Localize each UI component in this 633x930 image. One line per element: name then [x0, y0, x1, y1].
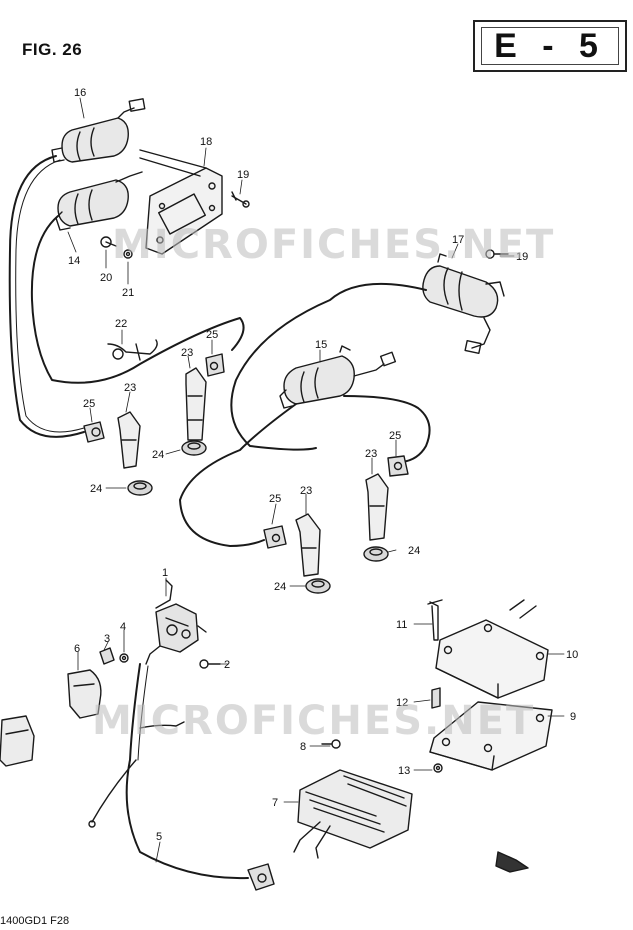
callout-17: 17	[452, 234, 464, 246]
starter-relay-1[interactable]	[145, 603, 207, 665]
footer-code: 1400GD1 F28	[0, 915, 70, 927]
lead-clamp-22[interactable]	[107, 339, 158, 361]
plug-cap-25-left[interactable]	[83, 421, 105, 443]
plug-cap-25-upper[interactable]	[205, 353, 225, 377]
coil-bracket-18[interactable]	[145, 167, 223, 255]
bolt-11[interactable]	[427, 599, 443, 641]
bolt-8[interactable]	[321, 739, 341, 749]
ignition-coil-16[interactable]	[51, 98, 146, 163]
callout-10: 10	[566, 649, 578, 661]
callout-25-lower-left: 25	[269, 493, 281, 505]
callout-19-upper: 19	[237, 169, 249, 181]
callout-23-b: 23	[124, 382, 136, 394]
callout-22: 22	[115, 318, 127, 330]
ignition-coil-17[interactable]	[422, 253, 505, 355]
nut-13[interactable]	[433, 763, 443, 773]
bolt-2[interactable]	[199, 659, 221, 669]
callout-19-right: 19	[516, 251, 528, 263]
cable-terminal-5[interactable]	[247, 863, 275, 891]
plug-boot-23-c[interactable]	[295, 513, 321, 577]
plug-boot-23-a[interactable]	[185, 367, 207, 441]
callout-24-a: 24	[152, 449, 164, 461]
callout-25-upper: 25	[206, 329, 218, 341]
washer-21[interactable]	[123, 249, 133, 259]
bolt-20[interactable]	[100, 236, 117, 248]
section-code-box: E - 5	[473, 20, 627, 72]
ignitor-unit-10[interactable]	[435, 599, 549, 699]
callout-24-d: 24	[274, 581, 286, 593]
seal-24-d[interactable]	[305, 578, 331, 594]
plug-boot-23-d[interactable]	[365, 473, 389, 541]
callout-25-left: 25	[83, 398, 95, 410]
seal-24-c[interactable]	[363, 546, 389, 562]
seal-24-b[interactable]	[127, 480, 153, 496]
ignition-coil-14[interactable]	[55, 171, 143, 231]
section-code-inner: E - 5	[481, 27, 619, 65]
callout-5: 5	[156, 831, 162, 843]
figure-title: FIG. 26	[22, 40, 83, 59]
callout-25-lower-right: 25	[389, 430, 401, 442]
callout-13: 13	[398, 765, 410, 777]
regulator-rectifier-7[interactable]	[293, 769, 413, 859]
callout-24-c: 24	[408, 545, 420, 557]
fuse-box[interactable]	[0, 715, 35, 767]
callout-3: 3	[104, 633, 110, 645]
plug-boot-23-b[interactable]	[117, 411, 141, 469]
callout-15: 15	[315, 339, 327, 351]
ignitor-unit-9[interactable]	[429, 701, 553, 771]
ignition-coil-15[interactable]	[279, 345, 397, 409]
callout-23-d: 23	[365, 448, 377, 460]
callout-16: 16	[74, 87, 86, 99]
callout-23-c: 23	[300, 485, 312, 497]
callout-12: 12	[396, 697, 408, 709]
callout-1: 1	[162, 567, 168, 579]
callout-18: 18	[200, 136, 212, 148]
callout-21: 21	[122, 287, 134, 299]
callout-2: 2	[224, 659, 230, 671]
nut-3[interactable]	[99, 647, 115, 665]
relay-cover-6[interactable]	[67, 669, 102, 719]
plug-cap-25-lower-left[interactable]	[263, 525, 287, 549]
bolt-19-right[interactable]	[485, 249, 509, 259]
bolt-19-upper[interactable]	[231, 191, 250, 208]
callout-24-b: 24	[90, 483, 102, 495]
seal-24-a[interactable]	[181, 440, 207, 456]
plug-cap-25-lower-right[interactable]	[387, 455, 409, 477]
callout-4: 4	[120, 621, 126, 633]
callout-14: 14	[68, 255, 80, 267]
callout-6: 6	[74, 643, 80, 655]
front-arrow-icon	[495, 851, 529, 873]
callout-20: 20	[100, 272, 112, 284]
nut-4[interactable]	[119, 653, 129, 663]
callout-8: 8	[300, 741, 306, 753]
callout-7: 7	[272, 797, 278, 809]
spacer-12[interactable]	[431, 687, 441, 709]
callout-11: 11	[396, 619, 407, 631]
callout-9: 9	[570, 711, 576, 723]
callout-23-a: 23	[181, 347, 193, 359]
section-code: E - 5	[494, 26, 606, 65]
